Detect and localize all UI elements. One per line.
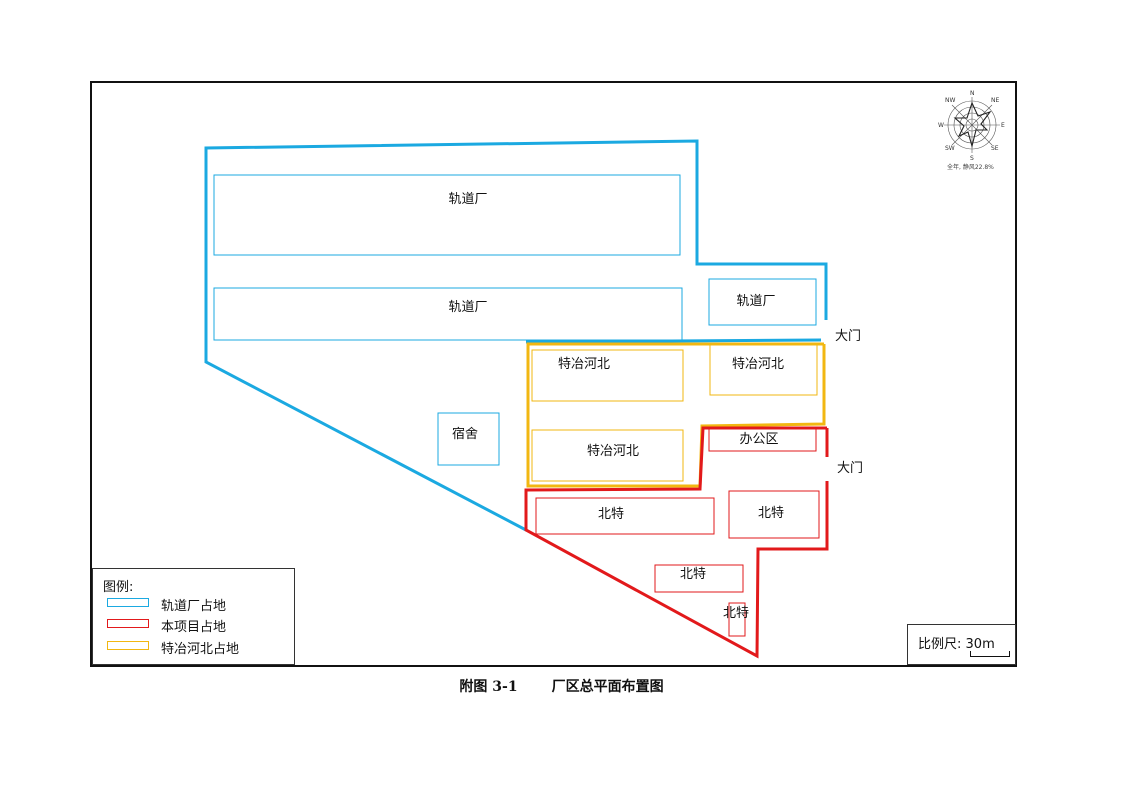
- legend-label-project: 本项目占地: [161, 620, 227, 635]
- office-building: [708, 428, 817, 452]
- legend-label-tezhi: 特冶河北占地: [161, 642, 240, 657]
- tezhi-building-2-label: 特冶河北: [731, 357, 785, 372]
- wind-rose-graphic: N NE E SE S SW W NW: [938, 90, 1005, 162]
- tezhi-building-3-label: 特冶河北: [586, 444, 640, 459]
- tezhi-building-3: [531, 429, 684, 482]
- rail-building-top-label: 轨道厂: [448, 192, 488, 207]
- dormitory-building: [437, 412, 500, 466]
- figure-number: 附图 3-1: [459, 679, 518, 695]
- figure-title: 厂区总平面布置图: [551, 679, 664, 695]
- rail-building-mid: [213, 287, 683, 341]
- compass-nw: NW: [945, 97, 955, 104]
- compass-sw: SW: [945, 145, 955, 152]
- legend-label-rail: 轨道厂占地: [161, 599, 227, 614]
- compass-w: W: [938, 122, 944, 129]
- dormitory-label: 宿舍: [451, 427, 479, 442]
- scale-label: 比例尺:: [918, 637, 962, 652]
- rail-building-right-label: 轨道厂: [736, 294, 776, 309]
- legend-swatch-tezhi: [107, 641, 149, 650]
- gate-north-label: 大门: [835, 329, 862, 344]
- legend-item-tezhi: 特冶河北占地: [105, 638, 290, 657]
- scale-bar: [970, 651, 1010, 657]
- beite-building-2-label: 北特: [757, 506, 785, 521]
- scale-value: 30m: [965, 637, 995, 652]
- beite-building-1-label: 北特: [597, 507, 625, 522]
- compass-ne: NE: [991, 97, 999, 104]
- tezhi-building-1-label: 特冶河北: [557, 357, 611, 372]
- wind-rose-icon: N NE E SE S SW W NW 全年, 静风22.8%: [935, 88, 1009, 172]
- project-boundary: [524, 426, 829, 659]
- legend-title: 图例:: [103, 580, 134, 595]
- legend-item-project: 本项目占地: [105, 616, 290, 635]
- office-label: 办公区: [739, 432, 779, 447]
- figure-caption: 附图 3-1 厂区总平面布置图: [0, 676, 1123, 696]
- compass-n: N: [970, 90, 975, 97]
- rail-factory-boundary: [204, 139, 828, 532]
- beite-building-2: [728, 490, 820, 539]
- compass-se: SE: [991, 145, 999, 152]
- beite-building-4-label: 北特: [722, 606, 750, 621]
- gate-gap-north: [822, 322, 830, 342]
- compass-s: S: [970, 155, 974, 162]
- legend-item-rail: 轨道厂占地: [105, 595, 290, 614]
- gate-gap-south: [823, 457, 831, 481]
- scale-box: 比例尺: 30m: [907, 624, 1016, 665]
- legend-box: 图例: 轨道厂占地 本项目占地 特冶河北占地: [92, 568, 295, 665]
- compass-e: E: [1001, 122, 1005, 129]
- tezhi-building-1: [531, 349, 684, 402]
- wind-rose-note: 全年, 静风22.8%: [947, 164, 994, 171]
- map-frame: [90, 81, 1017, 667]
- rail-building-mid-label: 轨道厂: [448, 300, 488, 315]
- rail-building-right: [708, 278, 817, 326]
- legend-swatch-rail: [107, 598, 149, 607]
- legend-swatch-project: [107, 619, 149, 628]
- tezhi-building-2: [709, 344, 818, 396]
- gate-south-label: 大门: [837, 461, 864, 476]
- beite-building-4: [728, 602, 746, 637]
- beite-building-3: [654, 564, 744, 593]
- beite-building-3-label: 北特: [679, 567, 707, 582]
- rail-building-top: [213, 174, 681, 256]
- beite-building-1: [535, 497, 715, 535]
- rail-factory-boundary-mid: [525, 338, 822, 344]
